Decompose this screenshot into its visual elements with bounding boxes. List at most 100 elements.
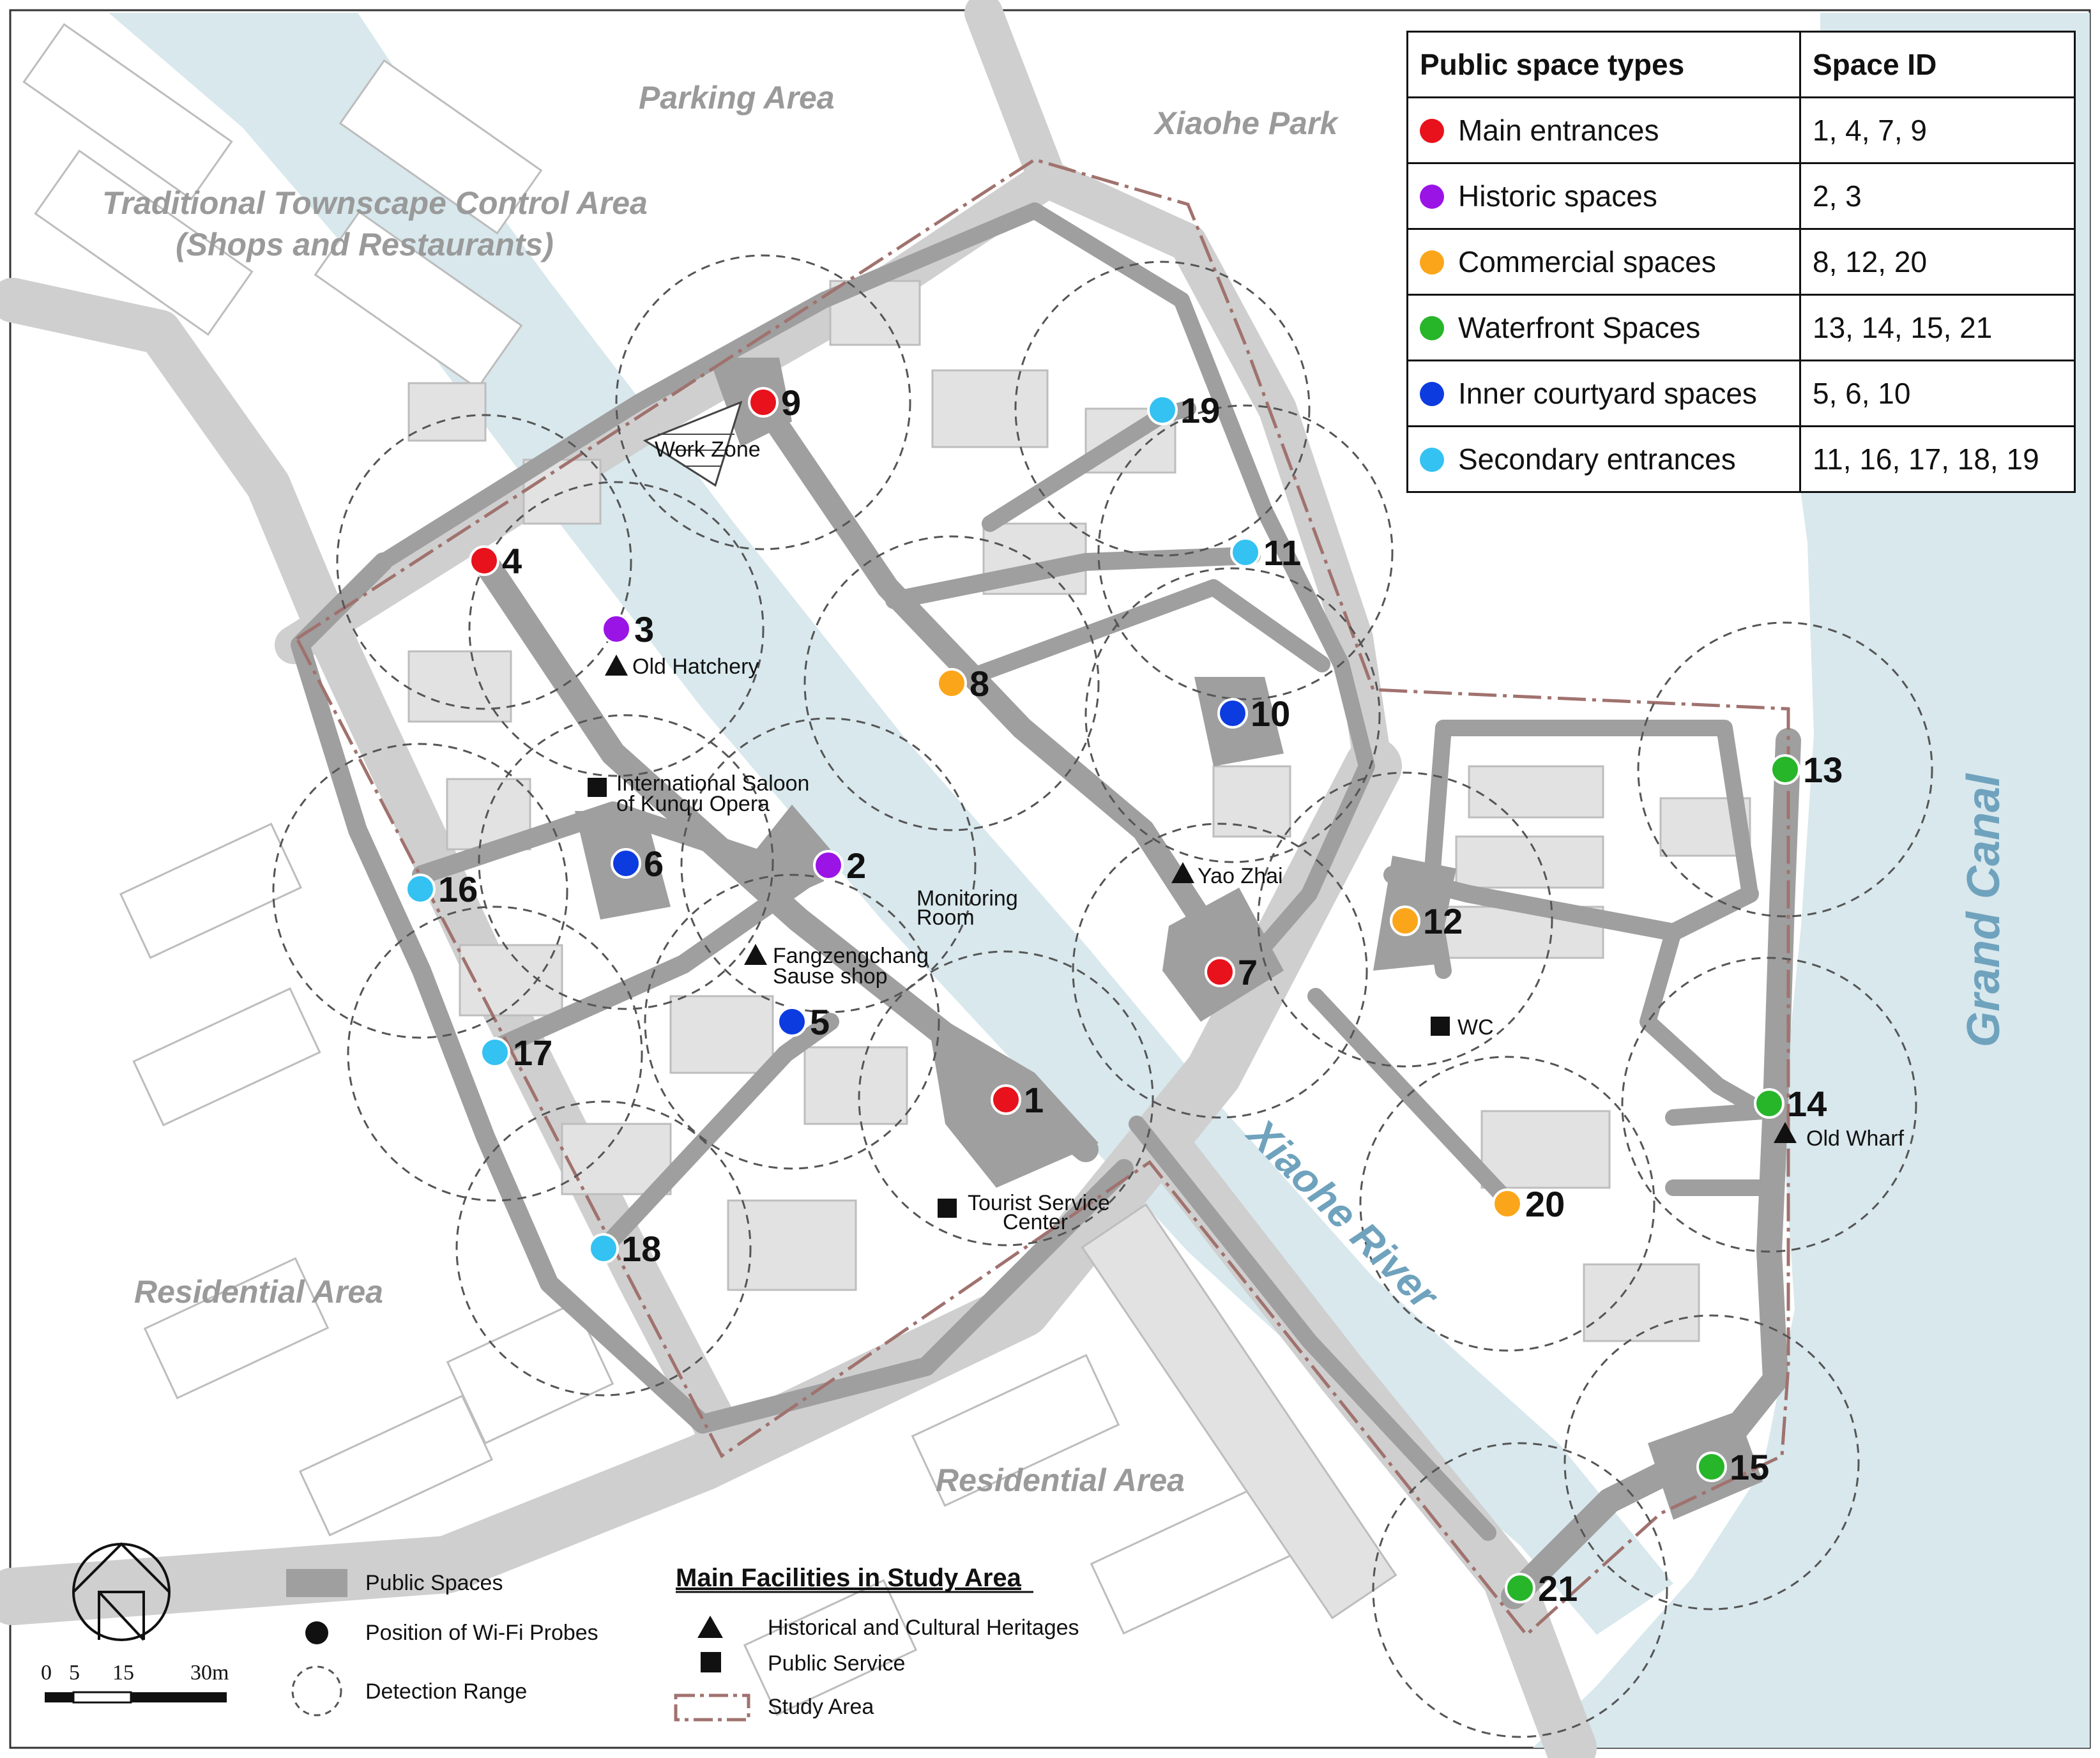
east-cluster-2 (1435, 720, 1758, 902)
type-label: Commercial spaces (1458, 245, 1716, 278)
probe-id-label: 16 (438, 869, 478, 909)
building (727, 1199, 857, 1291)
type-color-dot (1420, 250, 1444, 275)
probe-id-label: 11 (1263, 533, 1301, 573)
detection-range-20 (1359, 1056, 1655, 1352)
wifi-probe-9 (748, 387, 779, 418)
wifi-probe-3 (601, 614, 632, 644)
building (34, 149, 254, 336)
scale-segment (45, 1692, 73, 1702)
probe-id-label: 10 (1251, 693, 1290, 734)
grand-canal-label: Grand Canal (1958, 773, 2009, 1047)
probe-id-label: 6 (644, 844, 664, 884)
facility-label: Old Hatchery (632, 655, 759, 679)
facility-label: of Kunqu Opera (616, 792, 770, 816)
legend-public-service: Public Service (768, 1651, 905, 1676)
east-path-2 (1640, 924, 1771, 1119)
detection-range-10 (1084, 567, 1381, 863)
type-label: Waterfront Spaces (1458, 311, 1701, 344)
building (446, 778, 531, 851)
building (1212, 765, 1291, 838)
building (339, 59, 543, 235)
scale-tick: 30m (190, 1661, 229, 1685)
table-row: Secondary entrances 11, 16, 17, 18, 19 (1406, 425, 2076, 493)
probe-id-label: 18 (621, 1229, 661, 1269)
facility-label: Old Wharf (1806, 1126, 1905, 1151)
space-id-cell: 13, 14, 15, 21 (1799, 294, 2076, 361)
wifi-probe-13 (1770, 754, 1800, 785)
building (561, 1123, 672, 1195)
detection-range-11 (1097, 404, 1394, 701)
townscape-label-2: (Shops and Restaurants) (176, 227, 554, 262)
north-alley (755, 397, 1238, 969)
wifi-probe-12 (1390, 906, 1420, 936)
perimeter-north (375, 202, 1043, 570)
legend-heritage: Historical and Cultural Heritages (768, 1616, 1079, 1640)
detection-range-14 (1621, 957, 1917, 1253)
public-service-icon (588, 778, 607, 797)
buildings (22, 23, 1751, 1716)
type-label: Inner courtyard spaces (1458, 377, 1757, 410)
probe-id-label: 17 (513, 1033, 552, 1073)
building (407, 382, 487, 442)
type-cell: Secondary entrances (1406, 425, 1801, 493)
probe-id-label: 20 (1525, 1184, 1565, 1224)
north-arrow-n (98, 1591, 145, 1640)
type-label: Secondary entrances (1458, 443, 1736, 476)
space-id-cell: 11, 16, 17, 18, 19 (1799, 425, 2076, 493)
detection-range-15 (1564, 1314, 1860, 1610)
building (1583, 1263, 1700, 1342)
type-cell: Commercial spaces (1406, 228, 1801, 296)
detection-range-9 (615, 254, 911, 550)
detection-range-2 (680, 717, 977, 1013)
legend-study-area-icon (674, 1694, 750, 1722)
building (119, 822, 303, 959)
heritage-icon (605, 655, 628, 676)
type-color-dot (1420, 184, 1444, 209)
heritage-icon (1774, 1122, 1797, 1143)
table-row: Waterfront Spaces 13, 14, 15, 21 (1406, 294, 2076, 361)
scale-segment (72, 1691, 132, 1704)
wifi-probe-8 (936, 668, 967, 699)
legend-probe-dot (305, 1621, 328, 1644)
building (446, 1301, 614, 1444)
building (1480, 1110, 1611, 1189)
legend-study-area: Study Area (768, 1695, 874, 1719)
building (314, 210, 523, 390)
legend-public-spaces: Public Spaces (365, 1571, 503, 1595)
building (22, 23, 233, 201)
map-legend: 0 5 15 30m Public Spaces Position of Wi-… (41, 1542, 1079, 1722)
table-row: Main entrances 1, 4, 7, 9 (1406, 96, 2076, 164)
study-area-boundary (295, 158, 1790, 1637)
building (143, 1257, 330, 1400)
facilities: Old Hatchery International Saloon of Kun… (588, 655, 1905, 1234)
type-color-dot (1420, 118, 1444, 143)
detection-range-18 (455, 1100, 752, 1397)
detection-range-8 (803, 535, 1100, 831)
east-path (1307, 988, 1516, 1209)
probe-id-label: 21 (1538, 1568, 1578, 1609)
scale-bar: 0 5 15 30m (41, 1661, 229, 1704)
type-label: Main entrances (1458, 114, 1659, 147)
heritage-icon (1171, 862, 1194, 883)
type-color-dot (1420, 447, 1444, 472)
wifi-probe-11 (1230, 537, 1261, 568)
probe-id-label: 7 (1238, 952, 1258, 992)
wifi-probe-19 (1147, 395, 1178, 425)
type-cell: Waterfront Spaces (1406, 294, 1801, 361)
scale-tick: 5 (69, 1661, 80, 1685)
space-id-cell: 2, 3 (1799, 162, 2076, 230)
detection-range-13 (1637, 621, 1933, 918)
public-service-icon (938, 1199, 957, 1218)
public-service-icon (1431, 1017, 1450, 1036)
north-cross (885, 547, 1261, 609)
wifi-probe-18 (588, 1233, 619, 1264)
space-id-cell: 1, 4, 7, 9 (1799, 96, 2076, 164)
east-connector-2 (1665, 1103, 1771, 1126)
wifi-probe-15 (1696, 1451, 1727, 1482)
probe-id-label: 2 (846, 845, 866, 886)
probe-id-label: 8 (970, 663, 989, 704)
legend-wifi-probes: Position of Wi-Fi Probes (365, 1621, 598, 1645)
